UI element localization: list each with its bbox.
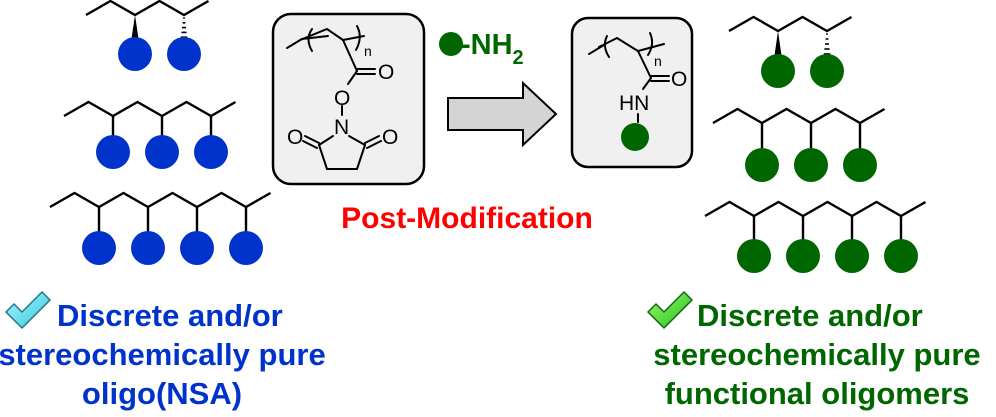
right-caption-line-2: stereochemically pure <box>653 337 980 372</box>
left-oligomer-series <box>49 0 272 265</box>
amide-bead-icon <box>621 123 649 151</box>
amide-structure-bonds <box>588 32 670 123</box>
green-check-icon <box>646 290 694 330</box>
side-group-bead <box>794 148 828 182</box>
side-group-bead <box>843 148 877 182</box>
side-group-bead <box>145 135 179 169</box>
right-oligomer-4mer <box>704 200 927 273</box>
backbone-chain <box>704 200 927 218</box>
nsa-left-oxygen: O <box>287 126 303 149</box>
side-group-bead <box>229 231 263 265</box>
amide-carbonyl-oxygen: O <box>671 68 687 91</box>
nsa-ester-oxygen: O <box>334 87 350 110</box>
side-group-bead <box>194 135 228 169</box>
side-group-bead <box>737 239 771 273</box>
side-group-bead <box>82 231 116 265</box>
right-oligomer-2mer <box>728 15 853 88</box>
side-group-bead <box>761 54 795 88</box>
nsa-carbonyl-oxygen: O <box>378 61 394 84</box>
side-group-bead <box>810 54 844 88</box>
nsa-box-frame <box>271 12 426 186</box>
backbone-chain <box>49 191 272 209</box>
left-caption: Discrete and/or stereochemically pure ol… <box>0 290 326 411</box>
side-group-bead <box>96 135 130 169</box>
left-caption-line-3: oligo(NSA) <box>82 376 242 411</box>
side-group-bead <box>131 231 165 265</box>
side-group-bead <box>884 239 918 273</box>
reagent-bead-icon <box>439 32 463 56</box>
blue-check-icon <box>4 290 52 330</box>
amide-box-frame <box>570 16 694 169</box>
right-oligomer-series <box>704 15 927 273</box>
reaction-arrow <box>447 80 558 148</box>
side-group-bead <box>180 231 214 265</box>
wedge-bond <box>774 31 782 59</box>
side-group-bead <box>786 239 820 273</box>
right-oligomer-3mer <box>712 107 886 182</box>
right-caption-line-3: functional oligomers <box>665 376 970 411</box>
reagent-nh-text: -NH <box>461 29 513 61</box>
nsa-structure-bonds <box>286 25 382 170</box>
amine-reagent: -NH2 <box>439 29 524 69</box>
left-oligomer-2mer <box>85 0 210 71</box>
side-group-bead <box>835 239 869 273</box>
side-group-bead <box>118 37 152 71</box>
side-group-bead <box>745 148 779 182</box>
left-caption-line-2: stereochemically pure <box>0 337 326 372</box>
left-oligomer-3mer <box>63 100 237 169</box>
post-modification-label: Post-Modification <box>341 202 593 235</box>
amide-nh-label: HN <box>619 92 649 115</box>
nsa-polymer-box: n O O N O O <box>271 12 426 186</box>
reagent-subscript: 2 <box>513 47 524 69</box>
backbone-chain <box>63 100 237 118</box>
wedge-bond <box>131 15 139 42</box>
backbone-chain <box>85 0 210 17</box>
left-oligomer-4mer <box>49 191 272 265</box>
nsa-right-oxygen: O <box>382 126 398 149</box>
backbone-chain <box>728 15 853 33</box>
nsa-imide-nitrogen: N <box>334 116 349 139</box>
side-group-bead <box>167 37 201 71</box>
amide-repeat-subscript: n <box>654 53 662 69</box>
right-caption-line-1: Discrete and/or <box>697 298 923 333</box>
nsa-repeat-subscript: n <box>364 43 372 59</box>
reagent-label: -NH2 <box>461 29 524 69</box>
left-caption-line-1: Discrete and/or <box>57 298 283 333</box>
right-caption: Discrete and/or stereochemically pure fu… <box>646 290 981 411</box>
amide-polymer-box: n O HN <box>570 16 694 169</box>
backbone-chain <box>712 107 886 125</box>
